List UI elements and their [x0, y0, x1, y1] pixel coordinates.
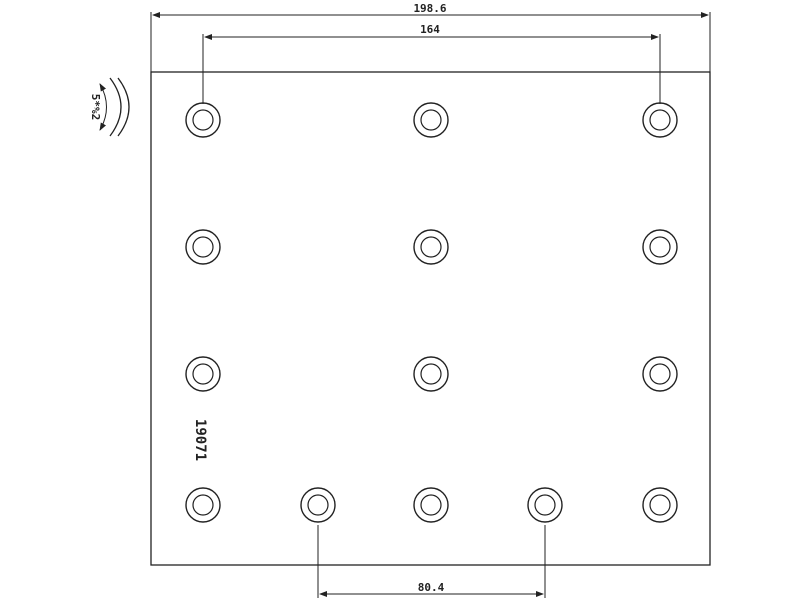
- rivet-hole-inner: [649, 494, 671, 516]
- rivet-hole-inner: [420, 363, 442, 385]
- rivet-hole: [185, 356, 221, 392]
- rivet-hole: [413, 487, 449, 523]
- curvature-arc-outer: [109, 77, 122, 137]
- rivet-hole: [642, 229, 678, 265]
- rivet-hole-outer: [413, 487, 449, 523]
- rivet-hole-inner: [649, 363, 671, 385]
- rivet-hole-inner: [534, 494, 556, 516]
- rivet-hole-outer: [185, 102, 221, 138]
- rivet-hole-inner: [420, 494, 442, 516]
- rivet-hole-outer: [642, 487, 678, 523]
- rivet-hole: [185, 102, 221, 138]
- rivet-hole: [413, 229, 449, 265]
- rivet-hole-inner: [192, 109, 214, 131]
- rivet-hole-inner: [307, 494, 329, 516]
- rivet-hole-inner: [649, 236, 671, 258]
- radius-label: 5*%2: [89, 94, 102, 121]
- curvature-arc-inner: [117, 77, 130, 137]
- rivet-hole: [413, 102, 449, 138]
- bottom-span-label: 80.4: [418, 581, 445, 594]
- rivet-hole-outer: [642, 356, 678, 392]
- curvature-indicator: 5*%2: [89, 77, 130, 137]
- rivet-hole-inner: [420, 236, 442, 258]
- rivet-hole: [185, 229, 221, 265]
- rivet-hole: [413, 356, 449, 392]
- rivet-hole-inner: [649, 109, 671, 131]
- rivet-hole: [642, 487, 678, 523]
- rivet-holes: [185, 102, 678, 523]
- part-number: 19071: [192, 419, 208, 461]
- rivet-hole-outer: [300, 487, 336, 523]
- rivet-hole-inner: [192, 494, 214, 516]
- rivet-hole-outer: [413, 229, 449, 265]
- rivet-hole-outer: [413, 356, 449, 392]
- rivet-hole: [642, 356, 678, 392]
- rivet-hole-inner: [420, 109, 442, 131]
- rivet-hole-outer: [642, 102, 678, 138]
- rivet-hole-outer: [413, 102, 449, 138]
- overall-width-label: 198.6: [413, 2, 446, 15]
- curvature-arrow: [99, 83, 107, 131]
- rivet-hole: [527, 487, 563, 523]
- rivet-hole: [300, 487, 336, 523]
- rivet-hole: [642, 102, 678, 138]
- top-span-label: 164: [420, 23, 440, 36]
- rivet-hole-outer: [185, 229, 221, 265]
- lining-plate-outline: [150, 71, 711, 566]
- rivet-hole-outer: [642, 229, 678, 265]
- rivet-hole-inner: [192, 363, 214, 385]
- rivet-hole-outer: [185, 356, 221, 392]
- rivet-hole: [185, 487, 221, 523]
- rivet-hole-outer: [185, 487, 221, 523]
- rivet-hole-outer: [527, 487, 563, 523]
- rivet-hole-inner: [192, 236, 214, 258]
